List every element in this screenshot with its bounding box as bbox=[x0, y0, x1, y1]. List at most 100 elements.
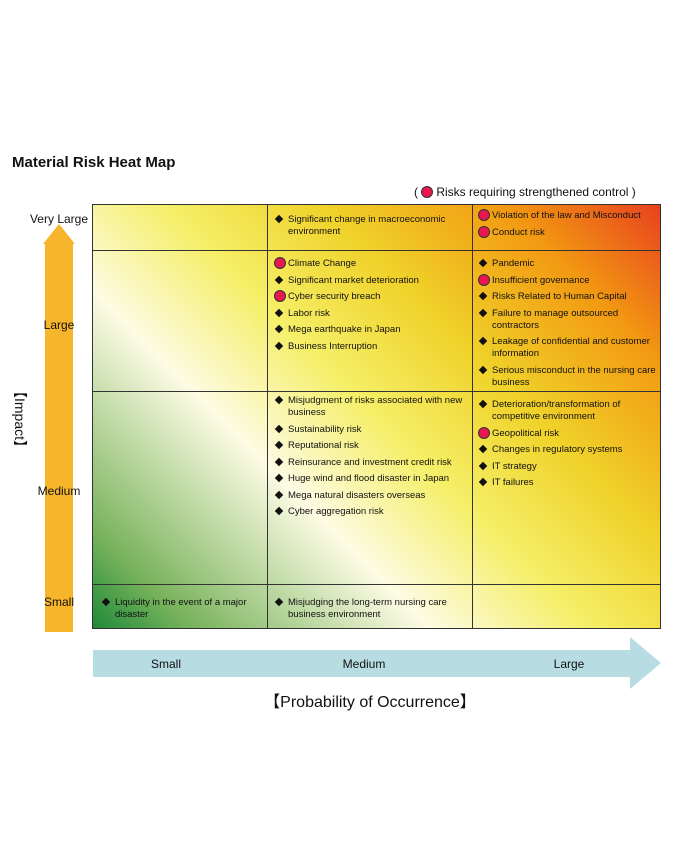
risk-item-label: Deterioration/transformation of competit… bbox=[492, 399, 621, 422]
risk-item: Cyber security breach bbox=[274, 290, 464, 303]
risk-item-label: Insufficient governance bbox=[492, 274, 590, 286]
cell-medium-medium: Misjudgment of risks associated with new… bbox=[274, 395, 466, 523]
risk-item-label: Geopolitical risk bbox=[492, 427, 560, 439]
grid-line bbox=[267, 205, 268, 628]
risk-item: Deterioration/transformation of competit… bbox=[478, 399, 656, 423]
risk-item: Misjudging the long-term nursing care bu… bbox=[274, 597, 466, 621]
diamond-icon bbox=[478, 336, 492, 348]
diamond-icon bbox=[274, 341, 288, 353]
risk-item-label: Business Interruption bbox=[288, 340, 378, 352]
impact-arrow bbox=[45, 244, 73, 632]
risk-item-label: Significant market deterioration bbox=[288, 274, 419, 286]
risk-item-label: Misjudgment of risks associated with new… bbox=[288, 395, 463, 418]
y-level-very-large: Very Large bbox=[29, 212, 89, 226]
risk-item-label: Pandemic bbox=[492, 258, 535, 269]
diamond-icon bbox=[478, 291, 492, 303]
risk-item-label: Cyber aggregation risk bbox=[288, 506, 384, 517]
risk-item: Labor risk bbox=[274, 308, 464, 320]
risk-item-label: Significant change in macroeconomic envi… bbox=[288, 214, 446, 237]
risk-item: Risks Related to Human Capital bbox=[478, 291, 656, 303]
risk-item: Sustainability risk bbox=[274, 424, 466, 436]
risk-item: Insufficient governance bbox=[478, 273, 656, 287]
diamond-icon bbox=[274, 424, 288, 436]
red-circle-icon bbox=[274, 257, 288, 270]
risk-item-label: Sustainability risk bbox=[288, 423, 362, 435]
risk-item: Pandemic bbox=[478, 258, 656, 270]
grid-line bbox=[93, 391, 660, 392]
diamond-icon bbox=[478, 365, 492, 377]
grid-line bbox=[472, 205, 473, 628]
red-circle-icon bbox=[478, 426, 492, 440]
diamond-icon bbox=[274, 275, 288, 287]
risk-item-label: Mega earthquake in Japan bbox=[288, 324, 401, 335]
diamond-icon bbox=[274, 490, 288, 502]
risk-item: Failure to manage outsourced contractors bbox=[478, 308, 656, 332]
cell-medium-large: Deterioration/transformation of competit… bbox=[478, 399, 656, 494]
diamond-icon bbox=[274, 308, 288, 320]
risk-item: Conduct risk bbox=[478, 225, 656, 239]
diamond-icon bbox=[274, 324, 288, 336]
risk-item-label: IT strategy bbox=[492, 460, 537, 472]
risk-item-label: IT failures bbox=[492, 477, 534, 488]
risk-item-label: Labor risk bbox=[288, 307, 330, 319]
diamond-icon bbox=[478, 477, 492, 489]
cell-very-large-medium: Significant change in macroeconomic envi… bbox=[274, 214, 464, 243]
diamond-icon bbox=[274, 457, 288, 469]
page-title: Material Risk Heat Map bbox=[12, 154, 176, 171]
legend: ( Risks requiring strengthened control ) bbox=[414, 185, 636, 199]
risk-item-label: Misjudging the long-term nursing care bu… bbox=[288, 597, 447, 620]
risk-item: Violation of the law and Misconduct bbox=[478, 209, 656, 222]
diamond-icon bbox=[478, 399, 492, 411]
risk-item-label: Failure to manage outsourced contractors bbox=[492, 307, 619, 331]
risk-item-label: Climate Change bbox=[288, 258, 357, 269]
diamond-icon bbox=[274, 597, 288, 609]
risk-item: Significant market deterioration bbox=[274, 275, 464, 287]
red-circle-icon bbox=[478, 225, 492, 239]
grid-line bbox=[93, 250, 660, 251]
risk-item: Serious misconduct in the nursing care b… bbox=[478, 365, 656, 389]
risk-item: IT strategy bbox=[478, 461, 656, 473]
risk-item-label: Reputational risk bbox=[288, 440, 359, 451]
y-level-medium: Medium bbox=[37, 484, 81, 498]
diamond-icon bbox=[478, 258, 492, 270]
diamond-icon bbox=[274, 395, 288, 407]
risk-item-label: Mega natural disasters overseas bbox=[288, 489, 426, 501]
impact-axis-label: 【Impact】 bbox=[12, 383, 28, 454]
y-level-large: Large bbox=[43, 318, 75, 332]
probability-axis-label: 【Probability of Occurrence】 bbox=[264, 694, 476, 711]
probability-arrow-head bbox=[630, 637, 661, 689]
risk-item: Cyber aggregation risk bbox=[274, 506, 466, 518]
diamond-icon bbox=[478, 444, 492, 456]
x-level-small: Small bbox=[150, 657, 181, 671]
risk-item: Liquidity in the event of a major disast… bbox=[101, 597, 263, 621]
risk-item: Significant change in macroeconomic envi… bbox=[274, 214, 464, 238]
heat-map-grid: Significant change in macroeconomic envi… bbox=[92, 204, 661, 629]
red-circle-icon bbox=[274, 290, 288, 303]
legend-text: Risks requiring strengthened control bbox=[436, 185, 629, 199]
risk-item: Climate Change bbox=[274, 257, 464, 270]
diamond-icon bbox=[274, 214, 288, 226]
risk-item: Mega natural disasters overseas bbox=[274, 490, 466, 502]
diamond-icon bbox=[274, 506, 288, 518]
cell-small-medium: Misjudging the long-term nursing care bu… bbox=[274, 597, 466, 626]
risk-item-label: Huge wind and flood disaster in Japan bbox=[288, 473, 450, 484]
risk-item: Geopolitical risk bbox=[478, 426, 656, 440]
risk-item: Reputational risk bbox=[274, 440, 466, 452]
risk-item: Business Interruption bbox=[274, 341, 464, 353]
x-level-medium: Medium bbox=[342, 657, 386, 671]
diamond-icon bbox=[101, 597, 115, 609]
legend-close-paren: ) bbox=[631, 185, 636, 199]
red-circle-icon bbox=[478, 209, 492, 222]
cell-small-small: Liquidity in the event of a major disast… bbox=[101, 597, 263, 626]
risk-item-label: Reinsurance and investment credit risk bbox=[288, 456, 452, 468]
risk-item: IT failures bbox=[478, 477, 656, 489]
risk-item-label: Conduct risk bbox=[492, 226, 545, 238]
probability-arrow bbox=[93, 650, 631, 677]
diamond-icon bbox=[274, 473, 288, 485]
diamond-icon bbox=[478, 461, 492, 473]
x-level-large: Large bbox=[553, 657, 585, 671]
risk-item-label: Violation of the law and Misconduct bbox=[492, 210, 641, 221]
